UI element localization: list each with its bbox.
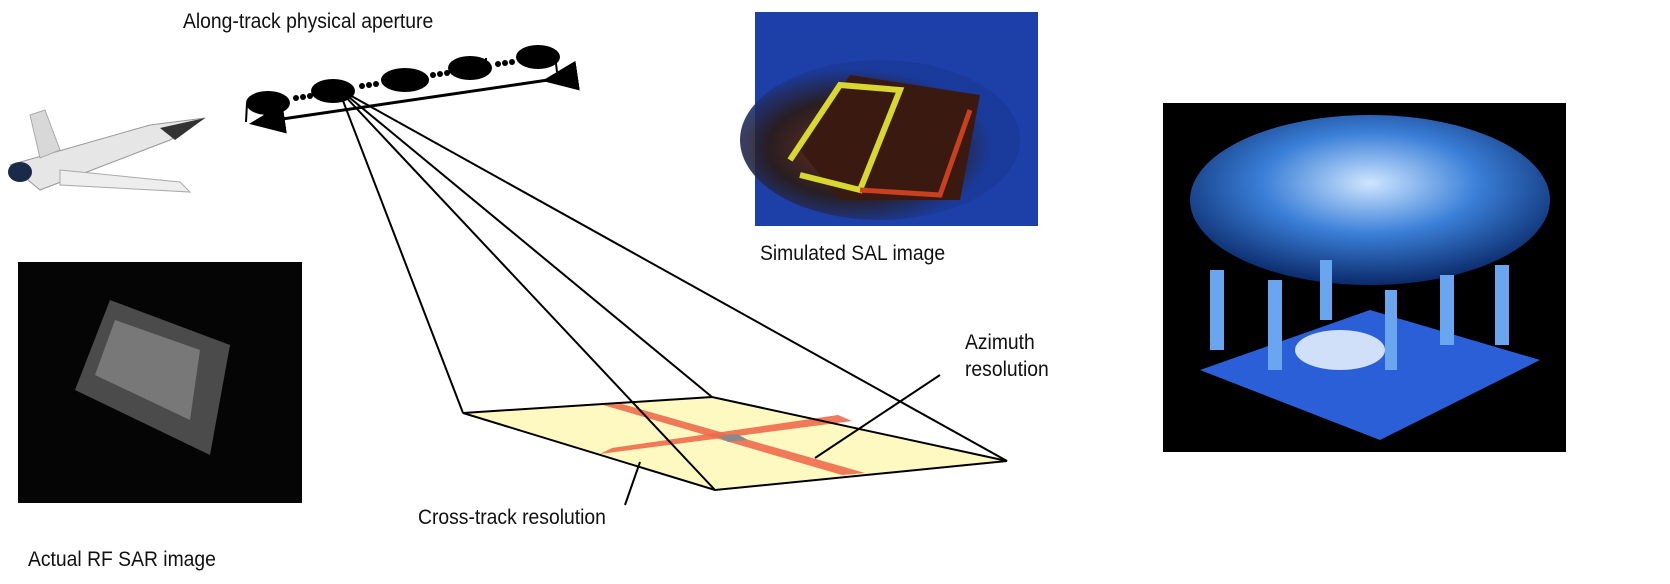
actual-sar-label: Actual RF SAR image bbox=[28, 548, 216, 571]
azimuth-label-line1: Azimuth bbox=[965, 331, 1035, 354]
lidar-3d-image bbox=[1163, 103, 1566, 452]
simulated-sal-label: Simulated SAL image bbox=[760, 242, 946, 265]
along-track-aperture-label: Along-track physical aperture bbox=[183, 10, 434, 33]
actual-sar-image bbox=[18, 262, 302, 503]
antenna-array bbox=[245, 45, 560, 123]
simulated-sal-image bbox=[740, 12, 1038, 226]
azimuth-pointer bbox=[814, 374, 941, 459]
beam-lines bbox=[339, 92, 1008, 506]
ground-patch bbox=[462, 395, 1008, 492]
azimuth-label-line2: resolution bbox=[965, 358, 1049, 381]
cross-track-pointer bbox=[624, 461, 641, 506]
aircraft-image bbox=[8, 109, 206, 193]
aperture-arrow bbox=[249, 60, 580, 134]
cross-track-label: Cross-track resolution bbox=[418, 506, 606, 529]
resolution-cell bbox=[718, 434, 748, 442]
cross-track-band bbox=[600, 415, 852, 454]
